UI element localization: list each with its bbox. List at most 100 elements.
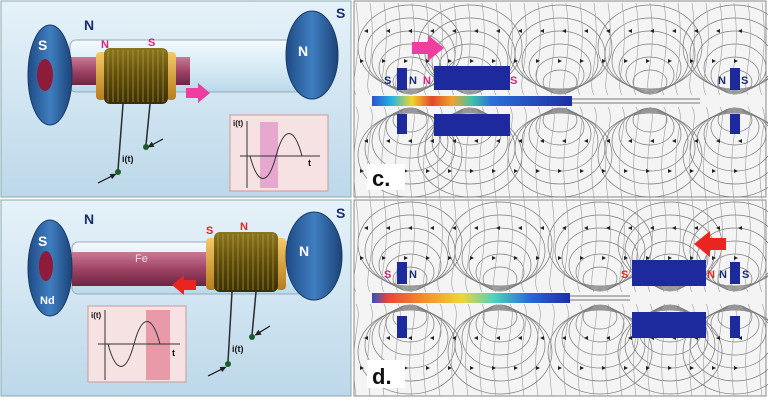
pink-arrow-right	[186, 83, 210, 103]
field-line	[479, 2, 485, 200]
field-arrow	[536, 256, 540, 260]
coil-d-left-pole: S	[206, 225, 213, 237]
field-line	[468, 306, 532, 356]
field-arrow	[540, 336, 544, 340]
field-c-label-1: S	[384, 75, 391, 87]
coil-right-pole: S	[148, 37, 155, 49]
lead-1	[117, 103, 124, 171]
field-line	[549, 2, 555, 200]
field-arrow	[430, 29, 434, 33]
coil-windings	[107, 50, 164, 102]
field-line	[378, 240, 442, 290]
field-arrow	[360, 256, 364, 260]
inset-plot-d: i(t) t	[87, 305, 187, 383]
field-line	[605, 199, 611, 397]
field-line	[617, 309, 723, 395]
field-arrow	[496, 29, 500, 33]
field-c-magnet-left-bottom	[397, 114, 407, 134]
field-line	[475, 305, 525, 343]
field-arrow	[474, 336, 478, 340]
lead-d-1	[227, 291, 233, 363]
field-line	[689, 214, 768, 288]
field-c-magnet-right-top	[730, 68, 740, 90]
field-line	[625, 108, 675, 146]
field-line	[447, 201, 553, 287]
field-arrow	[584, 336, 588, 340]
field-line	[682, 112, 768, 198]
field-line	[604, 111, 696, 185]
field-arrow	[716, 226, 720, 230]
field-arrow	[602, 59, 606, 63]
field-line	[535, 2, 541, 200]
field-line	[689, 308, 768, 382]
field-line	[454, 308, 546, 382]
field-arrow	[624, 169, 628, 173]
field-arrow	[360, 366, 364, 370]
field-arrow	[672, 29, 676, 33]
field-arrow	[584, 139, 588, 143]
field-arrow	[694, 226, 698, 230]
lead-2	[145, 103, 151, 146]
field-arrow	[364, 336, 368, 340]
field-line	[392, 266, 428, 292]
magnet-left-d-material: Nd	[40, 295, 55, 307]
field-arrow	[492, 59, 496, 63]
magnet-right-d	[285, 211, 343, 301]
field-arrow	[624, 59, 628, 63]
magnet-right-outer-pole: S	[336, 5, 345, 21]
field-arrow	[602, 169, 606, 173]
field-line	[392, 107, 428, 133]
field-line	[682, 309, 768, 395]
field-arrow	[492, 366, 496, 370]
field-arrow	[624, 256, 628, 260]
field-line	[542, 69, 578, 95]
field-line	[392, 304, 428, 330]
field-d-label-3: S	[621, 269, 628, 281]
field-line	[759, 2, 765, 200]
magnet-right	[285, 10, 339, 100]
field-arrow	[452, 336, 456, 340]
field-line	[563, 2, 569, 200]
field-c-rod	[372, 96, 572, 106]
field-line	[528, 43, 592, 93]
field-line	[577, 199, 583, 397]
field-c-label-4: S	[510, 75, 517, 87]
field-d-magnet-left-bottom	[397, 316, 407, 338]
field-arrow	[470, 366, 474, 370]
field-arrow	[580, 59, 584, 63]
field-line	[451, 199, 457, 397]
field-line	[364, 111, 456, 185]
field-c-magnet-left-top	[397, 68, 407, 90]
coil-ring-left	[96, 52, 106, 100]
field-c-label-5: N	[718, 75, 726, 87]
field-line	[535, 199, 541, 397]
field-line	[568, 240, 632, 290]
field-line	[423, 2, 429, 200]
field-arrow	[690, 169, 694, 173]
field-arrow	[496, 226, 500, 230]
field-line	[619, 199, 625, 397]
current-out-arrow	[147, 138, 164, 148]
field-arrow	[712, 59, 716, 63]
field-arrow	[426, 169, 430, 173]
field-line	[423, 199, 429, 397]
field-line	[468, 240, 532, 290]
magnet-right-d-outer-pole: S	[336, 205, 345, 221]
field-line	[577, 2, 583, 200]
field-d-label-4: N	[707, 269, 715, 281]
field-arrow	[738, 226, 742, 230]
field-arrow	[518, 29, 522, 33]
magnet-right-d-inner-pole: N	[299, 243, 309, 259]
field-arrow	[452, 226, 456, 230]
field-arrow	[694, 139, 698, 143]
field-arrow	[426, 366, 430, 370]
field-c-tube-lines	[572, 98, 700, 104]
field-arrow	[470, 169, 474, 173]
current-out-arrow-d	[254, 325, 271, 336]
field-arrow	[624, 366, 628, 370]
field-arrow	[584, 29, 588, 33]
field-arrow	[712, 366, 716, 370]
field-line	[625, 56, 675, 94]
field-line	[696, 227, 768, 289]
field-arrow	[426, 256, 430, 260]
